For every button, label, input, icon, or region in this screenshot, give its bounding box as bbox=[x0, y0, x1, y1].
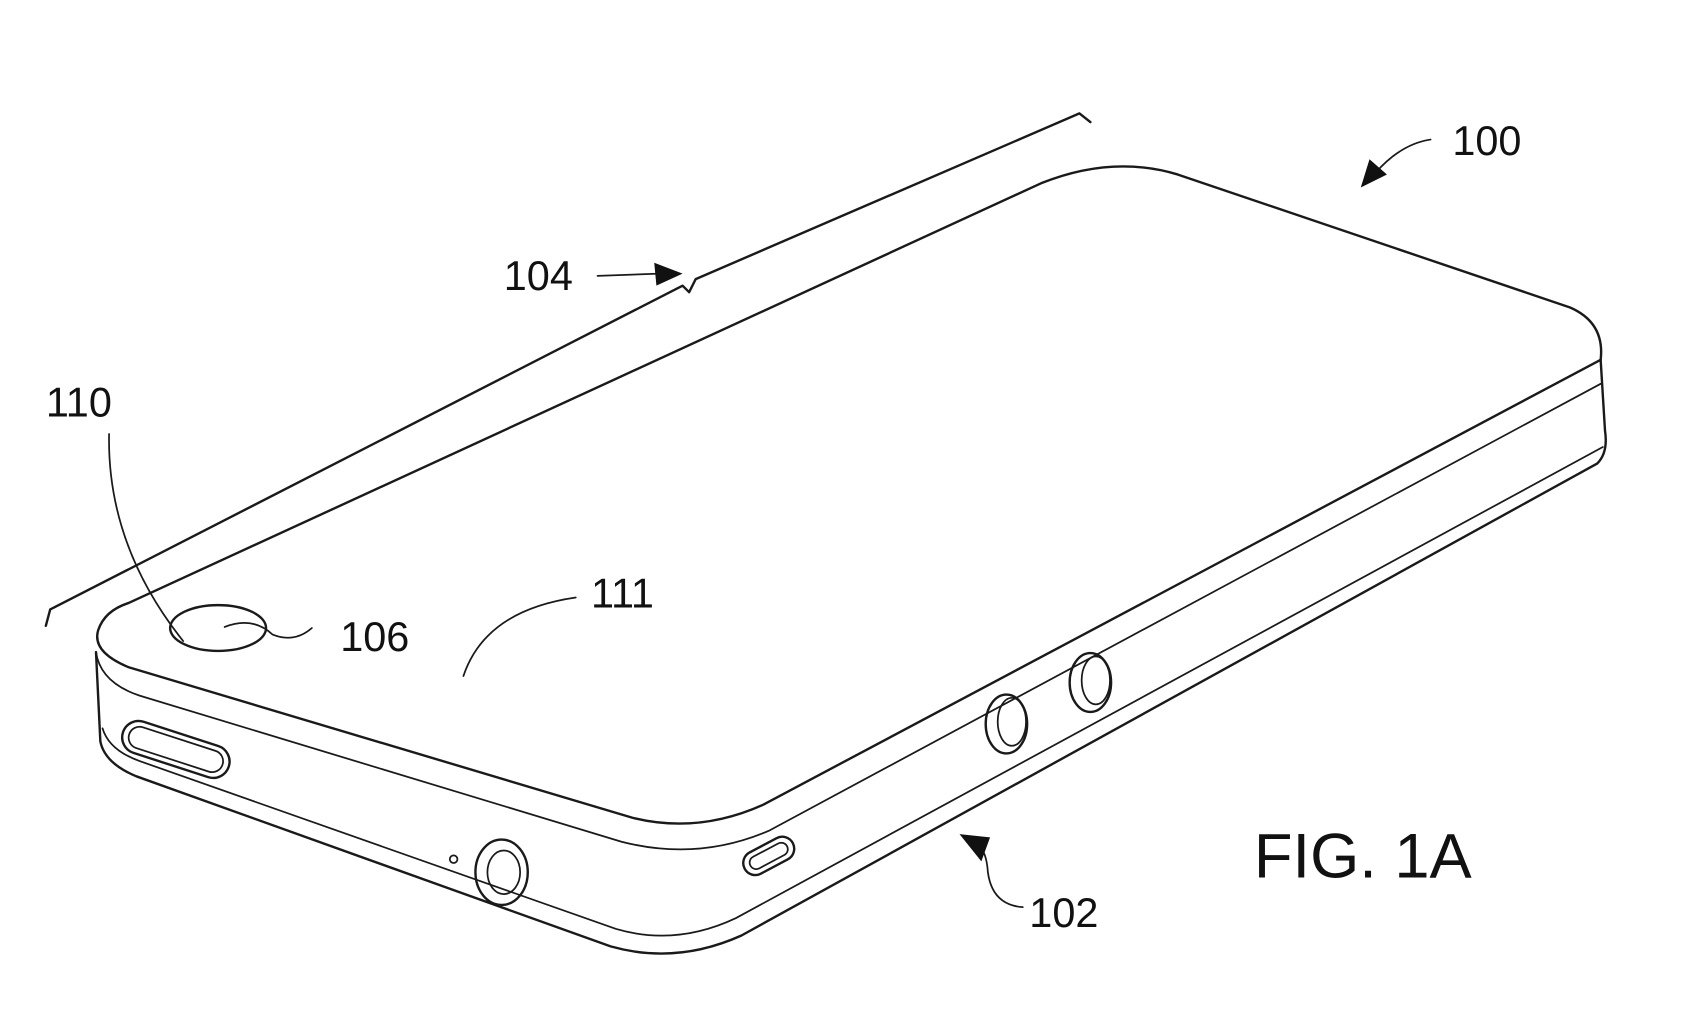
leader-102 bbox=[980, 847, 1024, 909]
arrowhead-100 bbox=[1360, 159, 1387, 188]
phone-band-inner bbox=[95, 382, 1602, 851]
side-slot bbox=[120, 719, 231, 780]
label-111: 111 bbox=[591, 569, 654, 616]
volume-button-down bbox=[984, 693, 1029, 755]
microphone-hole bbox=[448, 854, 459, 864]
label-102: 102 bbox=[1029, 889, 1098, 936]
leader-104 bbox=[596, 272, 661, 277]
leader-100 bbox=[1375, 138, 1432, 174]
label-110: 110 bbox=[46, 379, 112, 426]
arrowhead-104 bbox=[654, 262, 683, 286]
label-106: 106 bbox=[340, 613, 409, 660]
phone-top-face bbox=[96, 165, 1603, 825]
camera-ring bbox=[168, 603, 268, 653]
dimension-bracket-104 bbox=[44, 112, 1092, 628]
phone-band-line bbox=[101, 446, 1604, 937]
phone-band-lower bbox=[94, 358, 1607, 955]
arrowhead-102 bbox=[959, 834, 991, 862]
label-100: 100 bbox=[1452, 117, 1521, 164]
label-104: 104 bbox=[504, 252, 573, 299]
side-port bbox=[742, 835, 796, 877]
figure-title: FIG. 1A bbox=[1254, 822, 1473, 892]
volume-button-up bbox=[1068, 651, 1113, 714]
leader-110 bbox=[108, 433, 185, 642]
leader-111 bbox=[462, 596, 577, 677]
leader-106 bbox=[223, 622, 313, 639]
headphone-jack bbox=[474, 838, 529, 907]
